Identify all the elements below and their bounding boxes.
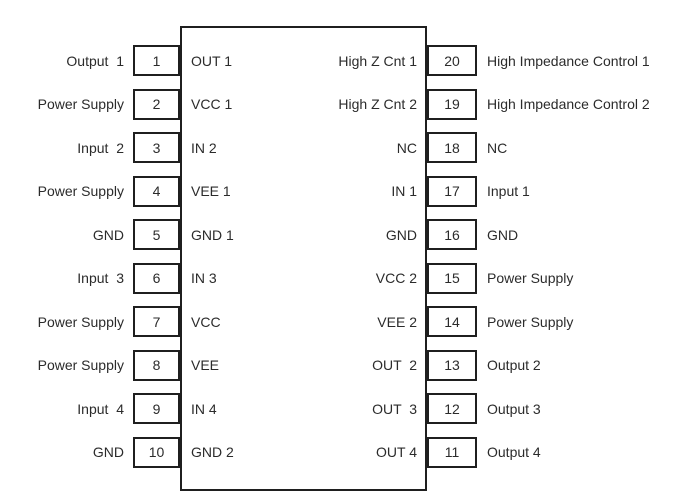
pin-row-10-11: GND 10 GND 2 OUT 4 11 Output 4 bbox=[0, 436, 673, 468]
pin-function-label: Power Supply bbox=[487, 270, 574, 286]
pin-function-label: Power Supply bbox=[37, 313, 124, 330]
pin-box: 8 bbox=[133, 349, 180, 381]
pin-box: 3 bbox=[133, 132, 180, 163]
pin-signal-name: GND bbox=[385, 226, 417, 243]
pin-function-label: GND bbox=[92, 444, 124, 460]
pin-signal-name: VEE 2 bbox=[377, 313, 417, 330]
pin-box: 5 bbox=[133, 219, 180, 250]
pin-signal-name: VCC 1 bbox=[191, 96, 233, 112]
pin-number: 6 bbox=[152, 270, 161, 286]
pin-number: 7 bbox=[152, 313, 161, 330]
pin-box: 6 bbox=[133, 262, 180, 294]
pin-signal-name: IN 2 bbox=[191, 139, 217, 156]
pin-number: 20 bbox=[444, 52, 460, 69]
pin-box: 11 bbox=[427, 436, 477, 468]
pin-number: 8 bbox=[152, 357, 161, 373]
pin-signal-name: NC bbox=[396, 139, 417, 156]
pin-signal-name: OUT 1 bbox=[191, 52, 232, 69]
pin-number: 12 bbox=[444, 400, 460, 417]
pin-signal-name: GND 1 bbox=[191, 226, 234, 243]
pin-function-label: GND bbox=[92, 226, 124, 243]
pin-signal-name: High Z Cnt 2 bbox=[338, 96, 417, 112]
pin-function-label: Output 2 bbox=[487, 357, 541, 373]
pin-number: 1 bbox=[152, 52, 161, 69]
pin-function-label: High Impedance Control 1 bbox=[487, 52, 650, 69]
pin-row-1-20: Output 1 1 OUT 1 High Z Cnt 1 20 High Im… bbox=[0, 45, 673, 76]
pin-box: 2 bbox=[133, 88, 180, 120]
pin-box: 7 bbox=[133, 306, 180, 337]
pin-number: 14 bbox=[444, 313, 460, 330]
pin-function-label: Power Supply bbox=[37, 357, 124, 373]
pin-number: 2 bbox=[152, 96, 161, 112]
pin-function-label: Input 3 bbox=[77, 270, 124, 286]
pin-signal-name: VCC bbox=[191, 313, 221, 330]
pin-function-label: GND bbox=[487, 226, 519, 243]
pin-function-label: Output 1 bbox=[66, 52, 124, 69]
pin-signal-name: IN 1 bbox=[391, 183, 417, 199]
pin-number: 3 bbox=[152, 139, 161, 156]
pin-box: 1 bbox=[133, 45, 180, 76]
pin-number: 16 bbox=[444, 226, 460, 243]
pin-box: 18 bbox=[427, 132, 477, 163]
pin-row-7-14: Power Supply 7 VCC VEE 2 14 Power Supply bbox=[0, 306, 673, 337]
pin-number: 10 bbox=[148, 444, 165, 460]
pin-box: 19 bbox=[427, 88, 477, 120]
pin-box: 9 bbox=[133, 393, 180, 424]
pin-box: 10 bbox=[133, 436, 180, 468]
pin-function-label: High Impedance Control 2 bbox=[487, 96, 650, 112]
pin-signal-name: OUT 3 bbox=[372, 400, 417, 417]
pin-number: 5 bbox=[152, 226, 161, 243]
pin-row-6-15: Input 3 6 IN 3 VCC 2 15 Power Supply bbox=[0, 262, 673, 294]
pin-signal-name: VEE bbox=[191, 357, 220, 373]
pin-row-8-13: Power Supply 8 VEE OUT 2 13 Output 2 bbox=[0, 349, 673, 381]
pin-function-label: Input 4 bbox=[77, 400, 124, 417]
pin-signal-name: VCC 2 bbox=[375, 270, 417, 286]
pin-function-label: Power Supply bbox=[37, 96, 124, 112]
pin-signal-name: OUT 2 bbox=[372, 357, 417, 373]
pin-number: 15 bbox=[444, 270, 460, 286]
pin-box: 13 bbox=[427, 349, 477, 381]
pin-function-label: Power Supply bbox=[37, 183, 124, 199]
pin-signal-name: IN 3 bbox=[191, 270, 217, 286]
pin-function-label: Output 3 bbox=[487, 400, 541, 417]
pin-box: 15 bbox=[427, 262, 477, 294]
pin-signal-name: IN 4 bbox=[191, 400, 217, 417]
pin-box: 16 bbox=[427, 219, 477, 250]
pin-number: 9 bbox=[152, 400, 161, 417]
pin-number: 17 bbox=[444, 183, 460, 199]
pin-signal-name: High Z Cnt 1 bbox=[338, 52, 417, 69]
pin-function-label: Power Supply bbox=[487, 313, 574, 330]
pin-box: 12 bbox=[427, 393, 477, 424]
pin-box: 4 bbox=[133, 175, 180, 207]
pin-function-label: Output 4 bbox=[487, 444, 541, 460]
pin-signal-name: OUT 4 bbox=[376, 444, 417, 460]
pin-number: 18 bbox=[444, 139, 460, 156]
pin-box: 17 bbox=[427, 175, 477, 207]
pin-box: 20 bbox=[427, 45, 477, 76]
ic-package-body bbox=[180, 26, 427, 491]
pin-rows: Output 1 1 OUT 1 High Z Cnt 1 20 High Im… bbox=[0, 45, 673, 468]
pin-row-5-16: GND 5 GND 1 GND 16 GND bbox=[0, 219, 673, 250]
pin-row-3-18: Input 2 3 IN 2 NC 18 NC bbox=[0, 132, 673, 163]
pin-signal-name: GND 2 bbox=[191, 444, 234, 460]
pin-number: 11 bbox=[444, 444, 460, 460]
pin-number: 19 bbox=[444, 96, 460, 112]
pin-row-2-19: Power Supply 2 VCC 1 High Z Cnt 2 19 Hig… bbox=[0, 88, 673, 120]
pin-number: 13 bbox=[444, 357, 460, 373]
pin-function-label: Input 1 bbox=[487, 183, 530, 199]
pin-function-label: Input 2 bbox=[77, 139, 124, 156]
pin-signal-name: VEE 1 bbox=[191, 183, 231, 199]
pin-row-4-17: Power Supply 4 VEE 1 IN 1 17 Input 1 bbox=[0, 175, 673, 207]
pin-number: 4 bbox=[152, 183, 161, 199]
pin-row-9-12: Input 4 9 IN 4 OUT 3 12 Output 3 bbox=[0, 393, 673, 424]
pin-function-label: NC bbox=[487, 139, 508, 156]
pin-box: 14 bbox=[427, 306, 477, 337]
